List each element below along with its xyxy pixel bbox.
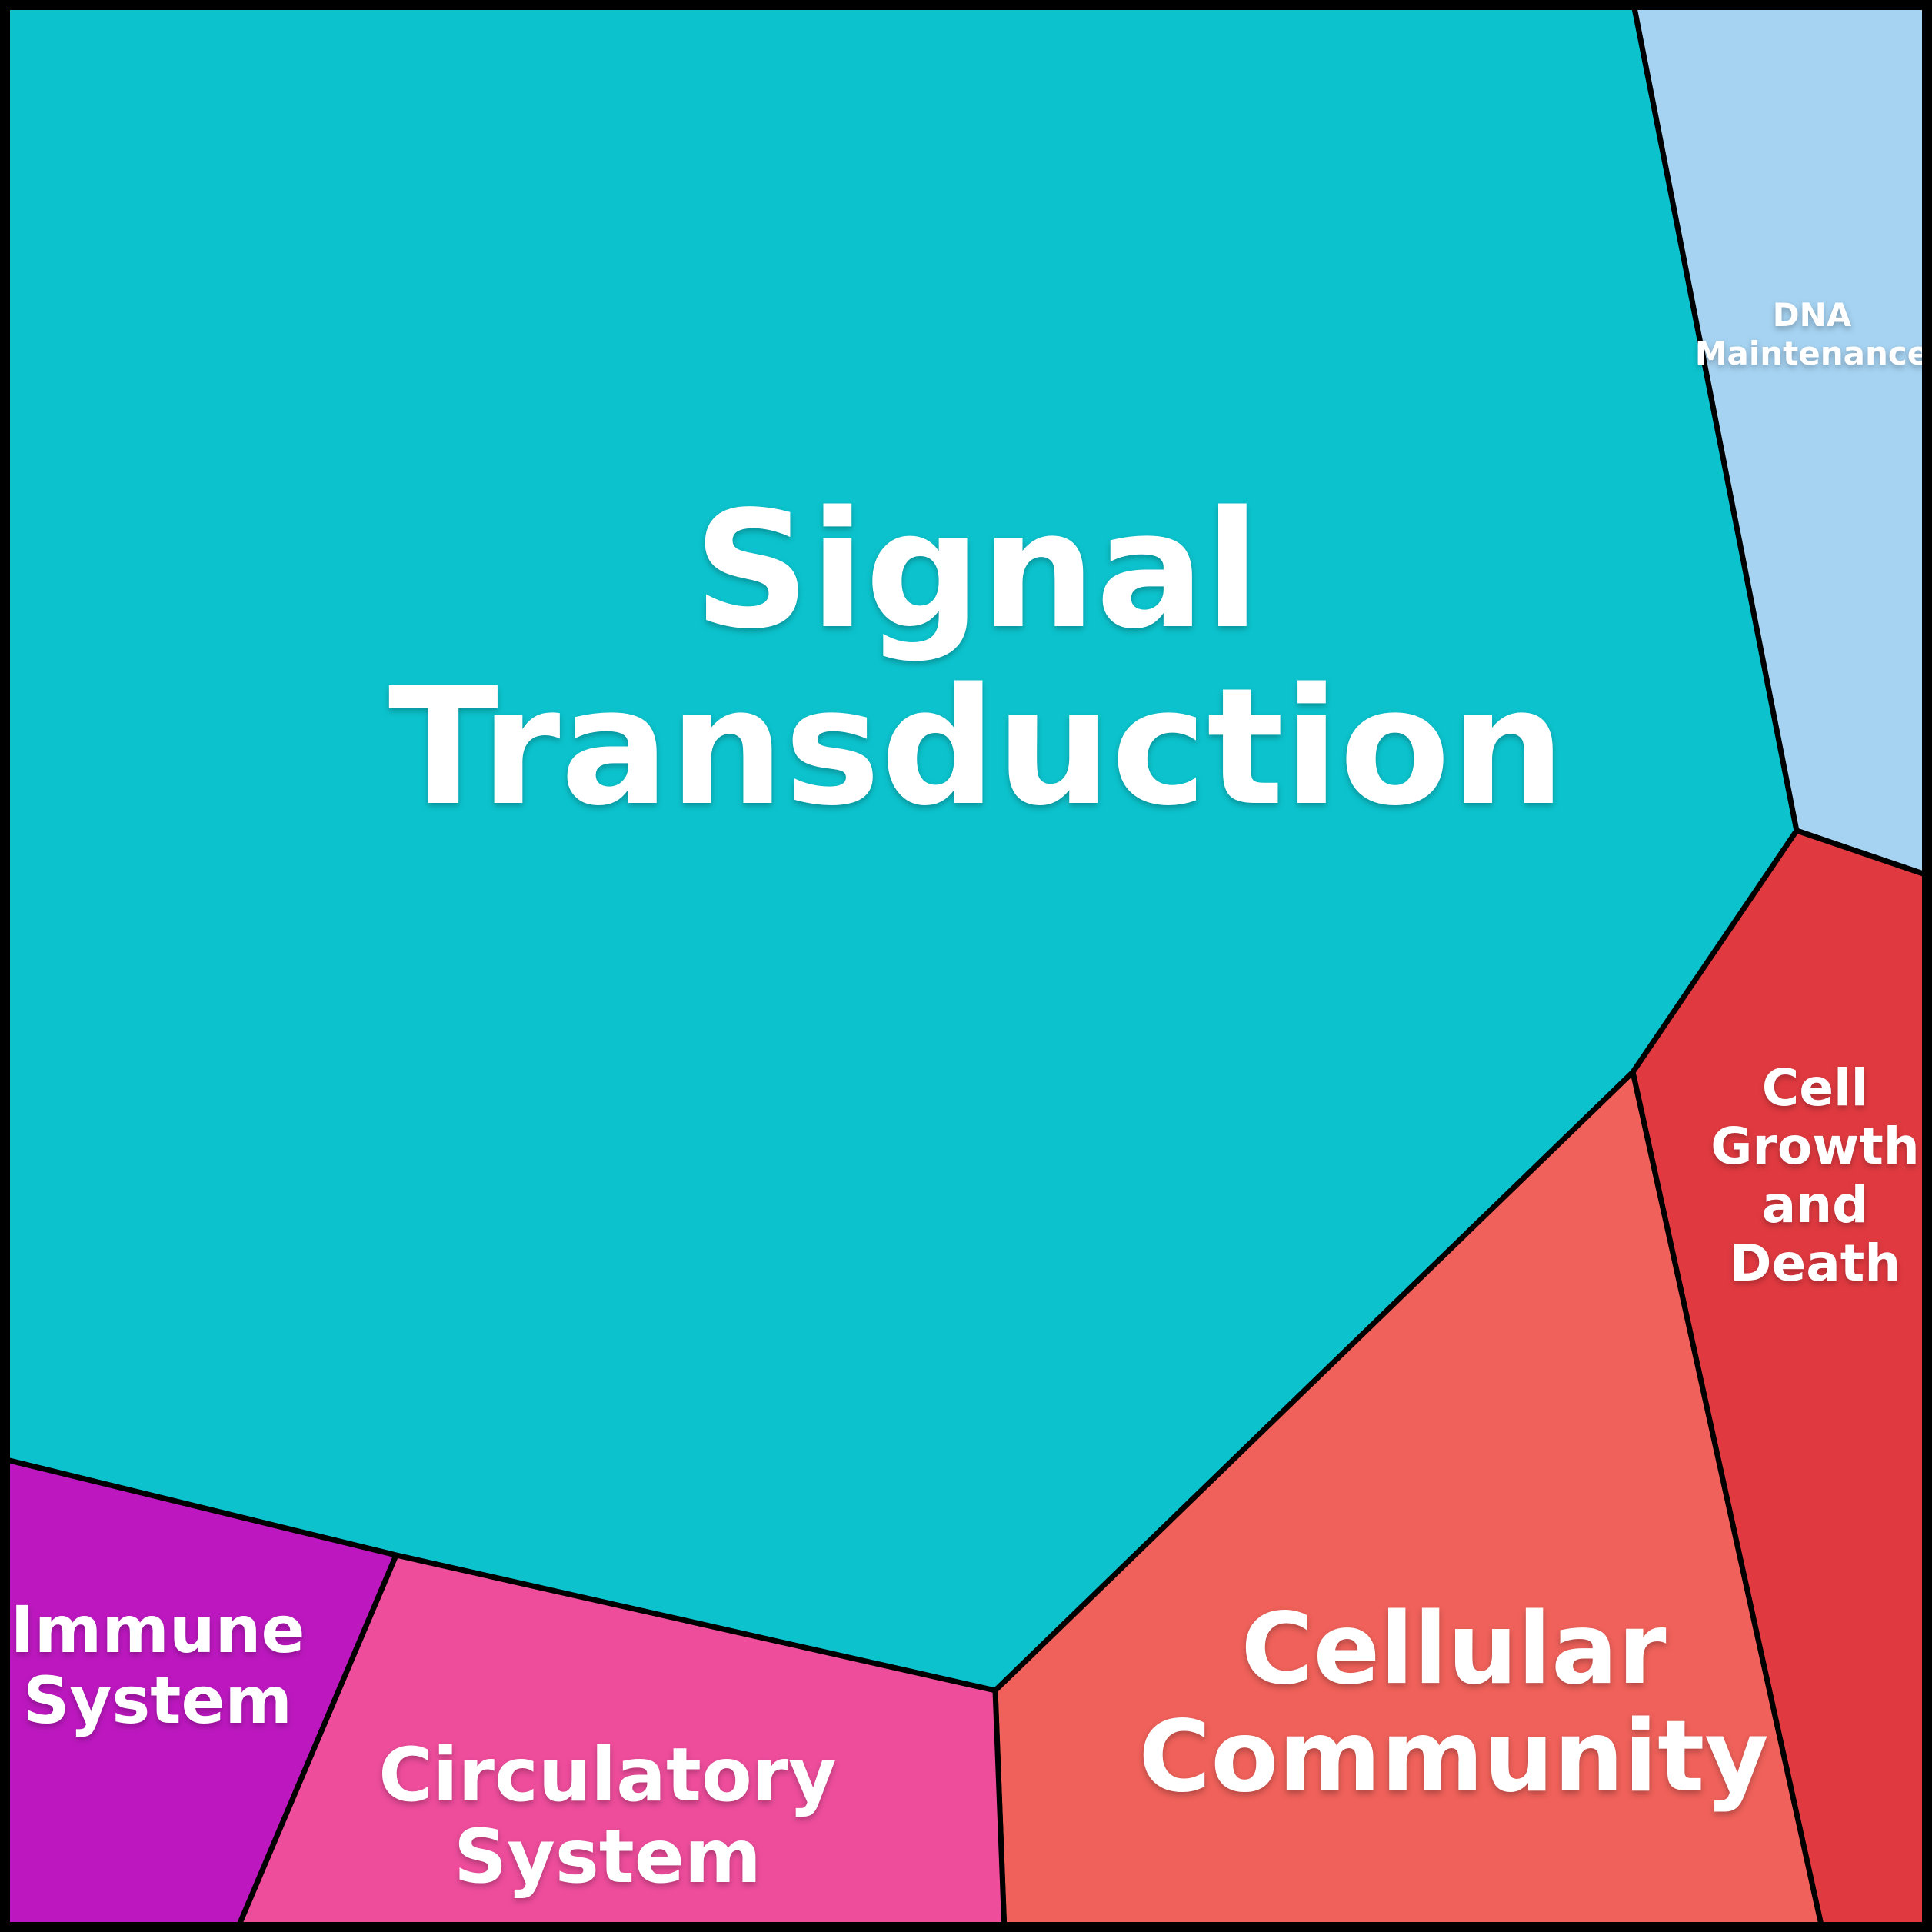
region-cellular-community — [992, 1069, 1826, 1932]
region-immune-system — [0, 1455, 399, 1932]
region-cell-growth-and-death — [1630, 828, 1932, 1932]
region-dna-maintenance — [1630, 0, 1932, 880]
